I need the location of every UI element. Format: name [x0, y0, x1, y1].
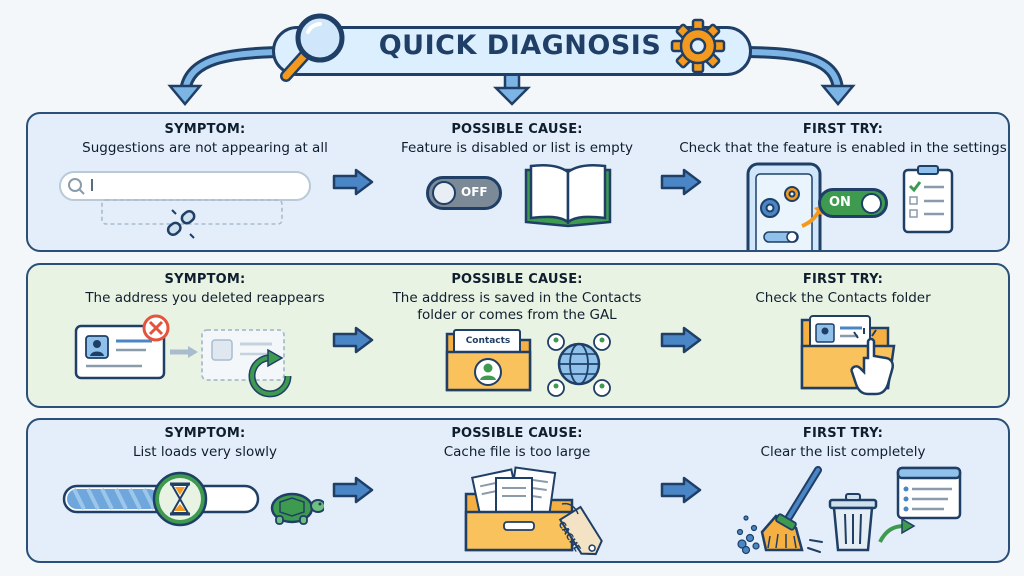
- cleared-list-window-icon: [878, 466, 962, 543]
- fix-text: Check that the feature is enabled in the…: [679, 140, 1007, 156]
- fix-text: Clear the list completely: [760, 444, 926, 460]
- cause-text-line-2: folder or comes from the GAL: [417, 307, 617, 323]
- global-address-list-icon: [547, 333, 611, 397]
- right-arrow-icon: [332, 168, 374, 196]
- symptom-text: The address you deleted reappears: [85, 290, 325, 306]
- fix-label: FIRST TRY:: [802, 122, 884, 137]
- gear-icon: [670, 18, 726, 74]
- cause-1: POSSIBLE CAUSE: Feature is disabled or l…: [352, 122, 682, 157]
- toggle-on-switch: ON: [818, 188, 888, 218]
- symptom-3: SYMPTOM: List loads very slowly: [40, 426, 370, 461]
- broom-sweeping-icon: [736, 466, 823, 555]
- right-arrow-icon: [660, 168, 702, 196]
- toggle-on-label: ON: [829, 195, 851, 210]
- cause-label: POSSIBLE CAUSE:: [451, 426, 583, 441]
- overflowing-cache-folder-icon: [464, 466, 603, 556]
- checklist-icon: [902, 165, 954, 234]
- open-book-icon: [524, 164, 612, 228]
- trash-bin-icon: [828, 493, 878, 552]
- phone-settings-icon: [746, 162, 826, 250]
- slow-loading-bar-icon: [62, 471, 324, 527]
- cause-text: Cache file is too large: [443, 444, 591, 460]
- toggle-off-label: OFF: [461, 185, 488, 199]
- cause-label: POSSIBLE CAUSE:: [451, 272, 583, 287]
- cause-2: POSSIBLE CAUSE: The address is saved in …: [352, 272, 682, 324]
- symptom-text: Suggestions are not appearing at all: [82, 140, 328, 156]
- fix-text: Check the Contacts folder: [755, 290, 931, 306]
- symptom-text: List loads very slowly: [132, 444, 278, 460]
- right-arrow-icon: [332, 326, 374, 354]
- symptom-label: SYMPTOM:: [164, 272, 246, 287]
- header-graphics: [167, 46, 856, 106]
- cause-3: POSSIBLE CAUSE: Cache file is too large: [352, 426, 682, 461]
- fix-3: FIRST TRY: Clear the list completely: [678, 426, 1008, 461]
- symptom-2: SYMPTOM: The address you deleted reappea…: [40, 272, 370, 307]
- open-contacts-folder-icon: [800, 315, 896, 396]
- contacts-folder-tab-label: Contacts: [465, 336, 511, 346]
- cause-text-line-1: The address is saved in the Contacts: [392, 290, 642, 306]
- symptom-1: SYMPTOM: Suggestions are not appearing a…: [40, 122, 370, 157]
- empty-search-box-icon: [59, 171, 311, 239]
- symptom-label: SYMPTOM:: [164, 426, 246, 441]
- deleted-contact-reappears-icon: [74, 314, 292, 398]
- fix-label: FIRST TRY:: [802, 426, 884, 441]
- right-arrow-icon: [660, 476, 702, 504]
- cause-label: POSSIBLE CAUSE:: [451, 122, 583, 137]
- fix-label: FIRST TRY:: [802, 272, 884, 287]
- symptom-label: SYMPTOM:: [164, 122, 246, 137]
- magnifier-icon: [280, 13, 345, 82]
- contacts-folder-icon: [445, 329, 532, 392]
- page-title: QUICK DIAGNOSIS: [378, 30, 662, 61]
- right-arrow-icon: [332, 476, 374, 504]
- right-arrow-icon: [660, 326, 702, 354]
- fix-2: FIRST TRY: Check the Contacts folder: [678, 272, 1008, 307]
- toggle-off-switch: OFF: [426, 176, 502, 210]
- fix-1: FIRST TRY: Check that the feature is ena…: [678, 122, 1008, 157]
- cause-text: Feature is disabled or list is empty: [400, 140, 634, 156]
